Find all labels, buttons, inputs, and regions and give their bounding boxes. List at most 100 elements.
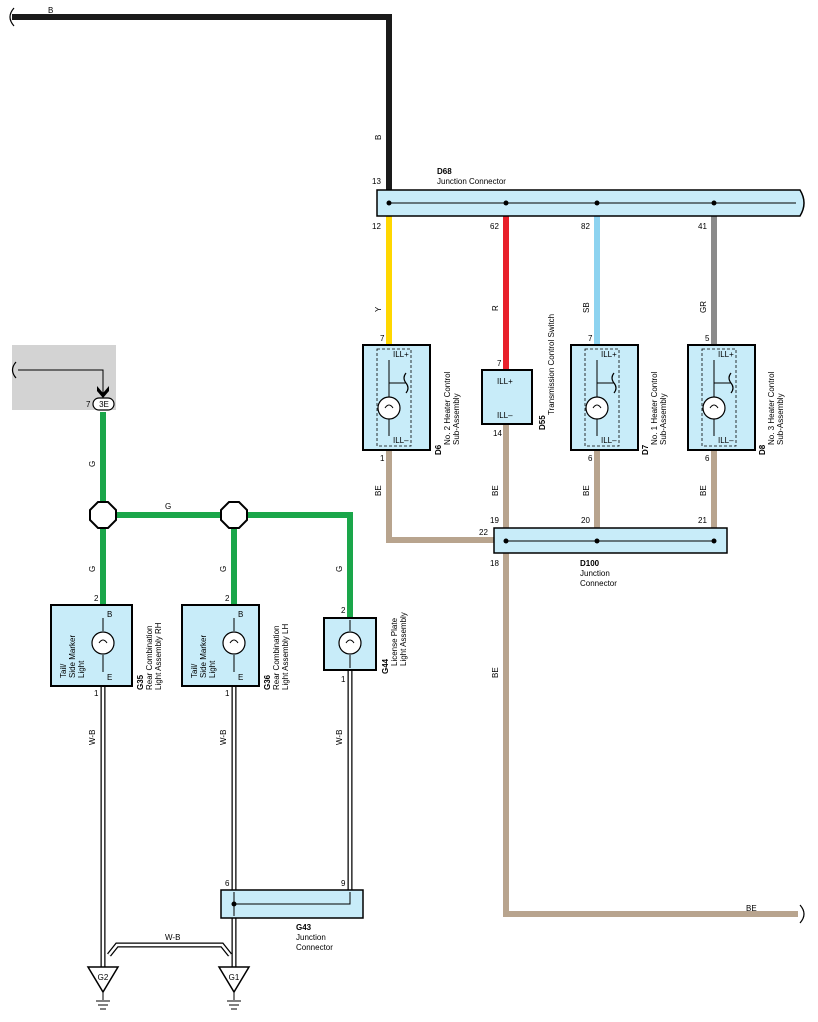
d100-name1: Junction: [580, 569, 610, 578]
pin-g43-b: 9: [341, 879, 346, 888]
g44-line2: Light Assembly: [399, 612, 408, 666]
wire-wb-group: [100, 670, 353, 967]
g44-filament: [345, 639, 355, 644]
g36-box: [181, 604, 260, 687]
ground-g1: G1: [217, 966, 251, 1010]
wire-label-g: G: [88, 566, 97, 572]
d8-filament: [709, 404, 719, 409]
d100-code: D100: [580, 559, 600, 568]
wire-label-g: G: [88, 461, 97, 467]
d68-name: Junction Connector: [437, 177, 506, 186]
d6-dimmer-icon: [403, 372, 409, 394]
g35-inside3: Light: [77, 660, 86, 678]
d6-filament: [384, 404, 394, 409]
g36-inside3: Light: [208, 660, 217, 678]
d55-line1: Transmission Control Switch: [547, 314, 556, 415]
g36-line1: Rear Combination: [272, 626, 281, 690]
d68-dot: [711, 200, 717, 206]
wire-label-be: BE: [491, 667, 500, 678]
g35-line1: Rear Combination: [145, 626, 154, 690]
d8-line2: Sub-Assembly: [776, 393, 785, 445]
g43-name2: Connector: [296, 943, 333, 952]
d8-bulb-icon: [702, 396, 726, 420]
pin-g35-bot: 1: [94, 689, 99, 698]
wire-label-wb: W-B: [88, 730, 97, 745]
source-connector: [92, 397, 115, 411]
pin-d100-d55: 19: [490, 516, 499, 525]
wire-label-g: G: [335, 566, 344, 572]
source-arrow-icon: [97, 386, 109, 398]
g35-code: G35: [136, 674, 145, 690]
wire-be-d6: [386, 450, 494, 543]
ground-g2: G2: [86, 966, 120, 1010]
d7-box: [570, 344, 639, 451]
d100-name2: Connector: [580, 579, 617, 588]
wire-label-be-h: BE: [746, 904, 757, 913]
g36-filament: [229, 639, 239, 644]
wire-label-be: BE: [582, 485, 591, 496]
source-pin: 7: [86, 400, 91, 409]
d68-code: D68: [437, 167, 452, 176]
g44-bulb-icon: [338, 631, 362, 655]
ground-g1-icon: [217, 966, 251, 994]
d55-ill-minus: ILL–: [497, 411, 513, 420]
wire-label-r: R: [491, 305, 500, 311]
d8-ill-plus: ILL+: [718, 350, 734, 359]
g43-name1: Junction: [296, 933, 326, 942]
wire-label-gr: GR: [699, 301, 708, 313]
g35-pin-e: E: [107, 673, 112, 682]
d7-line1: No. 1 Heater Control: [650, 371, 659, 445]
d8-dimmer-icon: [728, 372, 734, 394]
pin-d68-d55: 62: [490, 222, 499, 231]
wire-label-sb: SB: [582, 302, 591, 313]
pin-g44-bot: 1: [341, 675, 346, 684]
g35-inside2: Side Marker: [68, 635, 77, 678]
d6-code: D6: [434, 444, 443, 455]
pin-d55-top: 7: [497, 359, 502, 368]
pin-d68-d8: 41: [698, 222, 707, 231]
g36-code: G36: [263, 674, 272, 690]
d6-inner: [376, 348, 412, 447]
g36-bulb-icon: [222, 631, 246, 655]
pin-d8-bot: 6: [705, 454, 710, 463]
wire-label-y: Y: [374, 306, 383, 312]
g43-code: G43: [296, 923, 312, 932]
d7-filament: [592, 404, 602, 409]
g35-label: G35 Rear Combination Light Assembly RH: [136, 622, 163, 690]
pin-d68-d6: 12: [372, 222, 381, 231]
g35-inside-label: Tail/ Side Marker Light: [59, 635, 86, 678]
wire-label-g-h: G: [165, 502, 171, 511]
pin-d68-in: 13: [372, 177, 381, 186]
pin-d8-top: 5: [705, 334, 710, 343]
d100-dot: [594, 538, 600, 544]
pin-d100-d8: 21: [698, 516, 707, 525]
d7-inner: [584, 348, 620, 447]
d68-dot: [503, 200, 509, 206]
pin-d6-bot: 1: [380, 454, 385, 463]
g36-line2: Light Assembly LH: [281, 624, 290, 690]
pin-d7-top: 7: [588, 334, 593, 343]
d8-ill-minus: ILL–: [718, 436, 734, 445]
g35-line2: Light Assembly RH: [154, 622, 163, 690]
d68-dot: [594, 200, 600, 206]
pin-d6-top: 7: [380, 334, 385, 343]
d6-line1: No. 2 Heater Control: [443, 371, 452, 445]
wire-label-wb-h: W-B: [165, 933, 180, 942]
d55-box: [481, 369, 533, 425]
g36-pin-e: E: [238, 673, 243, 682]
pin-g36-bot: 1: [225, 689, 230, 698]
source-connector-label: 3E: [99, 400, 109, 409]
pin-d100-d7: 20: [581, 516, 590, 525]
wire-label-be: BE: [491, 485, 500, 496]
g35-box: [50, 604, 133, 687]
pin-d100-in: 22: [479, 528, 488, 537]
d7-bulb-icon: [585, 396, 609, 420]
wire-be-out: [503, 553, 798, 917]
ground-g2-icon: [86, 966, 120, 994]
d68-dot: [386, 200, 392, 206]
g36-inside2: Side Marker: [199, 635, 208, 678]
pin-g35-top: 2: [94, 594, 99, 603]
pin-d100-out: 18: [490, 559, 499, 568]
pin-d55-bot: 14: [493, 429, 502, 438]
